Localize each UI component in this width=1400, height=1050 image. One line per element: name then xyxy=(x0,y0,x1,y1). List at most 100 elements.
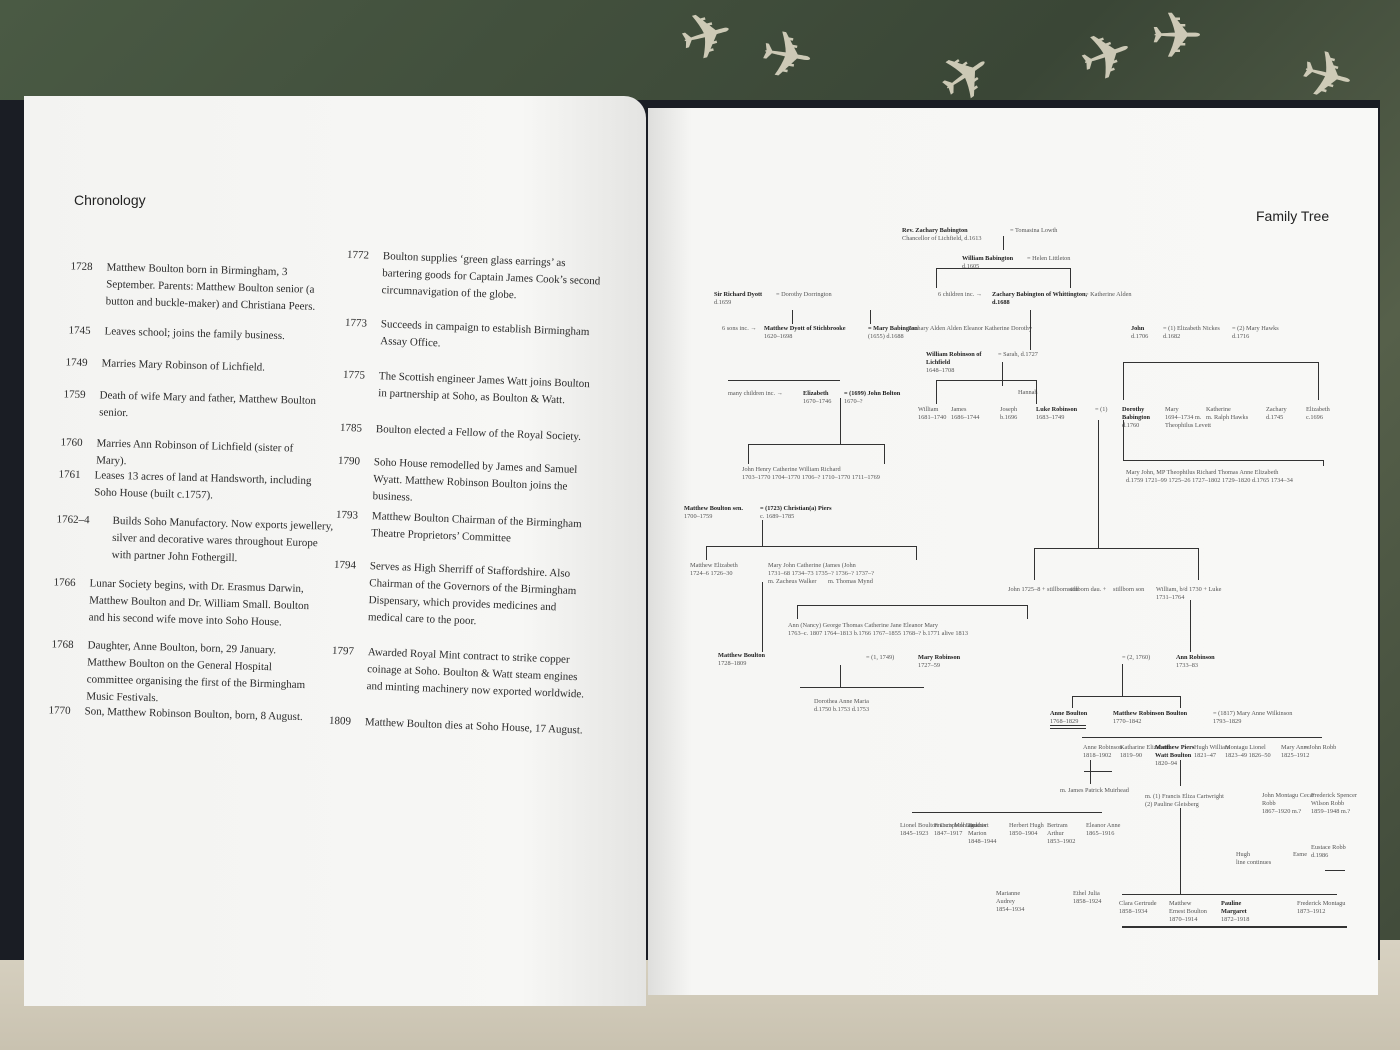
person-dates: 1853–1902 xyxy=(1047,838,1076,845)
family-tree-person: Ann (Nancy) George Thomas Catherine Jane… xyxy=(788,622,968,638)
tree-connector xyxy=(1090,760,1091,784)
tree-connector xyxy=(1318,362,1319,400)
family-tree-person: = Dorothy Dorrington xyxy=(776,291,832,299)
tree-connector xyxy=(1072,696,1073,708)
person-name: stillborn son xyxy=(1113,586,1145,593)
family-tree-person: = Sarah, d.1727 xyxy=(998,351,1038,359)
person-name: Katharine Elizabeth xyxy=(1120,744,1171,751)
person-dates: 1763–c. 1807 1764–1813 b.1766 1767–1855 … xyxy=(788,630,968,637)
person-name: = (1723) Christian(a) Piers xyxy=(760,505,832,512)
tree-connector xyxy=(936,380,937,404)
person-dates: 1872–1918 xyxy=(1221,916,1250,923)
person-name: stillborn dau. + xyxy=(1068,586,1107,593)
person-name: Frederick Spencer Wilson Robb xyxy=(1311,792,1357,807)
person-name: m. James Patrick Muirhead xyxy=(1060,787,1129,794)
tree-connector xyxy=(748,444,749,464)
person-dates: 1854–1934 xyxy=(996,906,1025,913)
person-dates: 1819–90 xyxy=(1120,752,1143,759)
person-name: Beatrix Marion xyxy=(968,822,987,837)
person-name: William xyxy=(918,406,939,413)
tree-connector xyxy=(762,582,763,652)
person-name: Clara Gertrude xyxy=(1119,900,1157,907)
family-tree-person: = John Robb xyxy=(1304,744,1336,752)
person-name: Hannah xyxy=(1018,389,1038,396)
family-tree-person: = (1) xyxy=(1095,406,1107,414)
person-name: Sir Richard Dyott xyxy=(714,291,763,298)
tree-connector xyxy=(1002,362,1003,386)
tree-connector xyxy=(792,310,793,324)
family-tree-person: Zachary Babington of Whittington, d.1688 xyxy=(992,291,1092,307)
person-dates: 1845–1923 xyxy=(900,830,929,837)
person-name: Dorothy Babington xyxy=(1122,406,1150,421)
person-name: = (1) xyxy=(1095,406,1108,413)
tree-connector xyxy=(870,310,871,324)
person-dates: 1823–49 1826–50 xyxy=(1225,752,1271,759)
person-dates: 1847–1917 xyxy=(934,830,963,837)
person-name: Matthew Dyott of Stichbrooke xyxy=(764,325,846,332)
family-tree-person: = Helen Littleton xyxy=(1027,255,1070,263)
person-name: Zachary Alden Alden Eleanor Katherine Do… xyxy=(908,325,1032,332)
tree-connector xyxy=(1323,460,1324,466)
family-tree-person: Hannah xyxy=(1018,389,1038,397)
person-name: Anne Robinson xyxy=(1083,744,1123,751)
person-dates: 1670–? xyxy=(844,398,863,405)
person-dates: 1727–59 xyxy=(918,662,941,669)
tree-connector xyxy=(1070,268,1071,288)
person-dates: d.1682 xyxy=(1163,333,1181,340)
tree-connector xyxy=(1198,548,1199,580)
tree-connector xyxy=(1082,737,1322,738)
tree-connector xyxy=(1050,725,1086,726)
person-name: Matthew Boulton sen. xyxy=(684,505,743,512)
person-name: = Tomasina Lowth xyxy=(1010,227,1058,234)
person-dates: 1870–1914 xyxy=(1169,916,1198,923)
family-tree-person: = Tomasina Lowth xyxy=(1010,227,1057,235)
person-name: Dorothea Anne Maria xyxy=(814,698,869,705)
person-name: Hugh xyxy=(1236,851,1250,858)
person-dates: 1793–1829 xyxy=(1213,718,1242,725)
family-tree-person: John 1725–8 + stillborn son xyxy=(1008,586,1078,594)
family-tree-person: 6 children inc. → xyxy=(938,291,982,299)
person-name: Marianne Audrey xyxy=(996,890,1021,905)
person-dates: 1648–1708 xyxy=(926,367,955,374)
family-tree-person: 6 sons inc. → xyxy=(722,325,757,333)
tree-connector xyxy=(936,380,1036,381)
person-dates: 1724–6 1726–30 xyxy=(690,570,733,577)
person-dates: 1686–1744 xyxy=(951,414,980,421)
person-name: Ethel Julia xyxy=(1073,890,1100,897)
person-dates: d.1745 xyxy=(1266,414,1284,421)
person-dates: 1770–1842 xyxy=(1113,718,1142,725)
tree-connector xyxy=(936,268,937,288)
person-name: Matthew Boulton xyxy=(718,652,766,659)
person-name: William Babington xyxy=(962,255,1014,262)
tree-connector xyxy=(1325,870,1345,871)
person-name: m. (1) Francis Eliza Cartwright xyxy=(1145,793,1224,800)
family-tree-person: many children inc. → xyxy=(728,390,783,398)
family-tree-person: = (1, 1749) xyxy=(866,654,894,662)
person-name: Matthew Elizabeth xyxy=(690,562,738,569)
person-dates: 1873–1912 xyxy=(1297,908,1326,915)
